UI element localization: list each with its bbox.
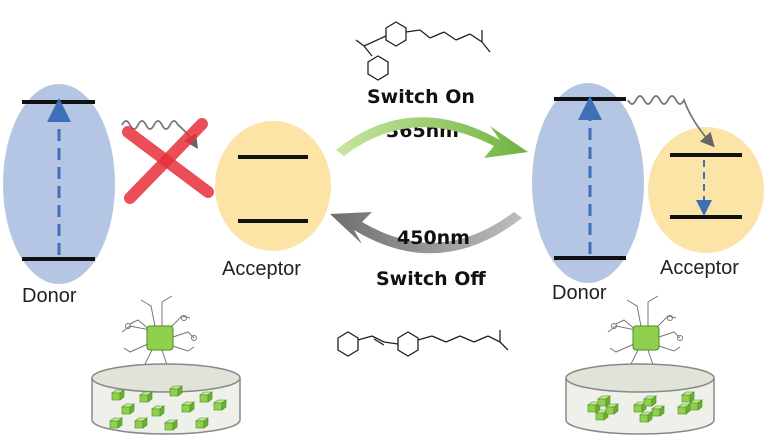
right-acceptor-ellipse bbox=[648, 127, 764, 253]
switch-off-label: Switch Off bbox=[376, 268, 486, 290]
left-acceptor-ellipse bbox=[215, 121, 331, 251]
switch-on-label: Switch On bbox=[367, 86, 475, 108]
left-sample-dish bbox=[91, 363, 241, 435]
switch-center: Switch On 365nm 450nm Switch Off bbox=[330, 21, 528, 357]
right-sample-dish bbox=[565, 363, 715, 435]
switch-off-wavelength: 450nm bbox=[397, 227, 470, 249]
left-donor-ellipse bbox=[3, 84, 115, 284]
switch-on-arrow bbox=[336, 117, 528, 158]
right-energy-transfer-wave bbox=[627, 95, 715, 148]
cis-azobenzene-structure bbox=[355, 21, 491, 81]
right-panel: Donor Acceptor bbox=[532, 83, 764, 435]
left-functionalized-nanoparticle bbox=[121, 295, 197, 375]
right-donor-label: Donor bbox=[552, 282, 607, 304]
left-acceptor-label: Acceptor bbox=[222, 258, 301, 280]
left-donor-label: Donor bbox=[22, 285, 77, 307]
trans-azobenzene-structure bbox=[337, 330, 509, 357]
blocked-cross-icon bbox=[122, 118, 214, 204]
switch-off-arrow bbox=[330, 212, 522, 254]
right-acceptor-label: Acceptor bbox=[660, 257, 739, 279]
right-donor-ellipse bbox=[532, 83, 644, 283]
right-functionalized-nanoparticle bbox=[607, 295, 683, 375]
left-panel: Donor Acceptor bbox=[3, 84, 331, 435]
